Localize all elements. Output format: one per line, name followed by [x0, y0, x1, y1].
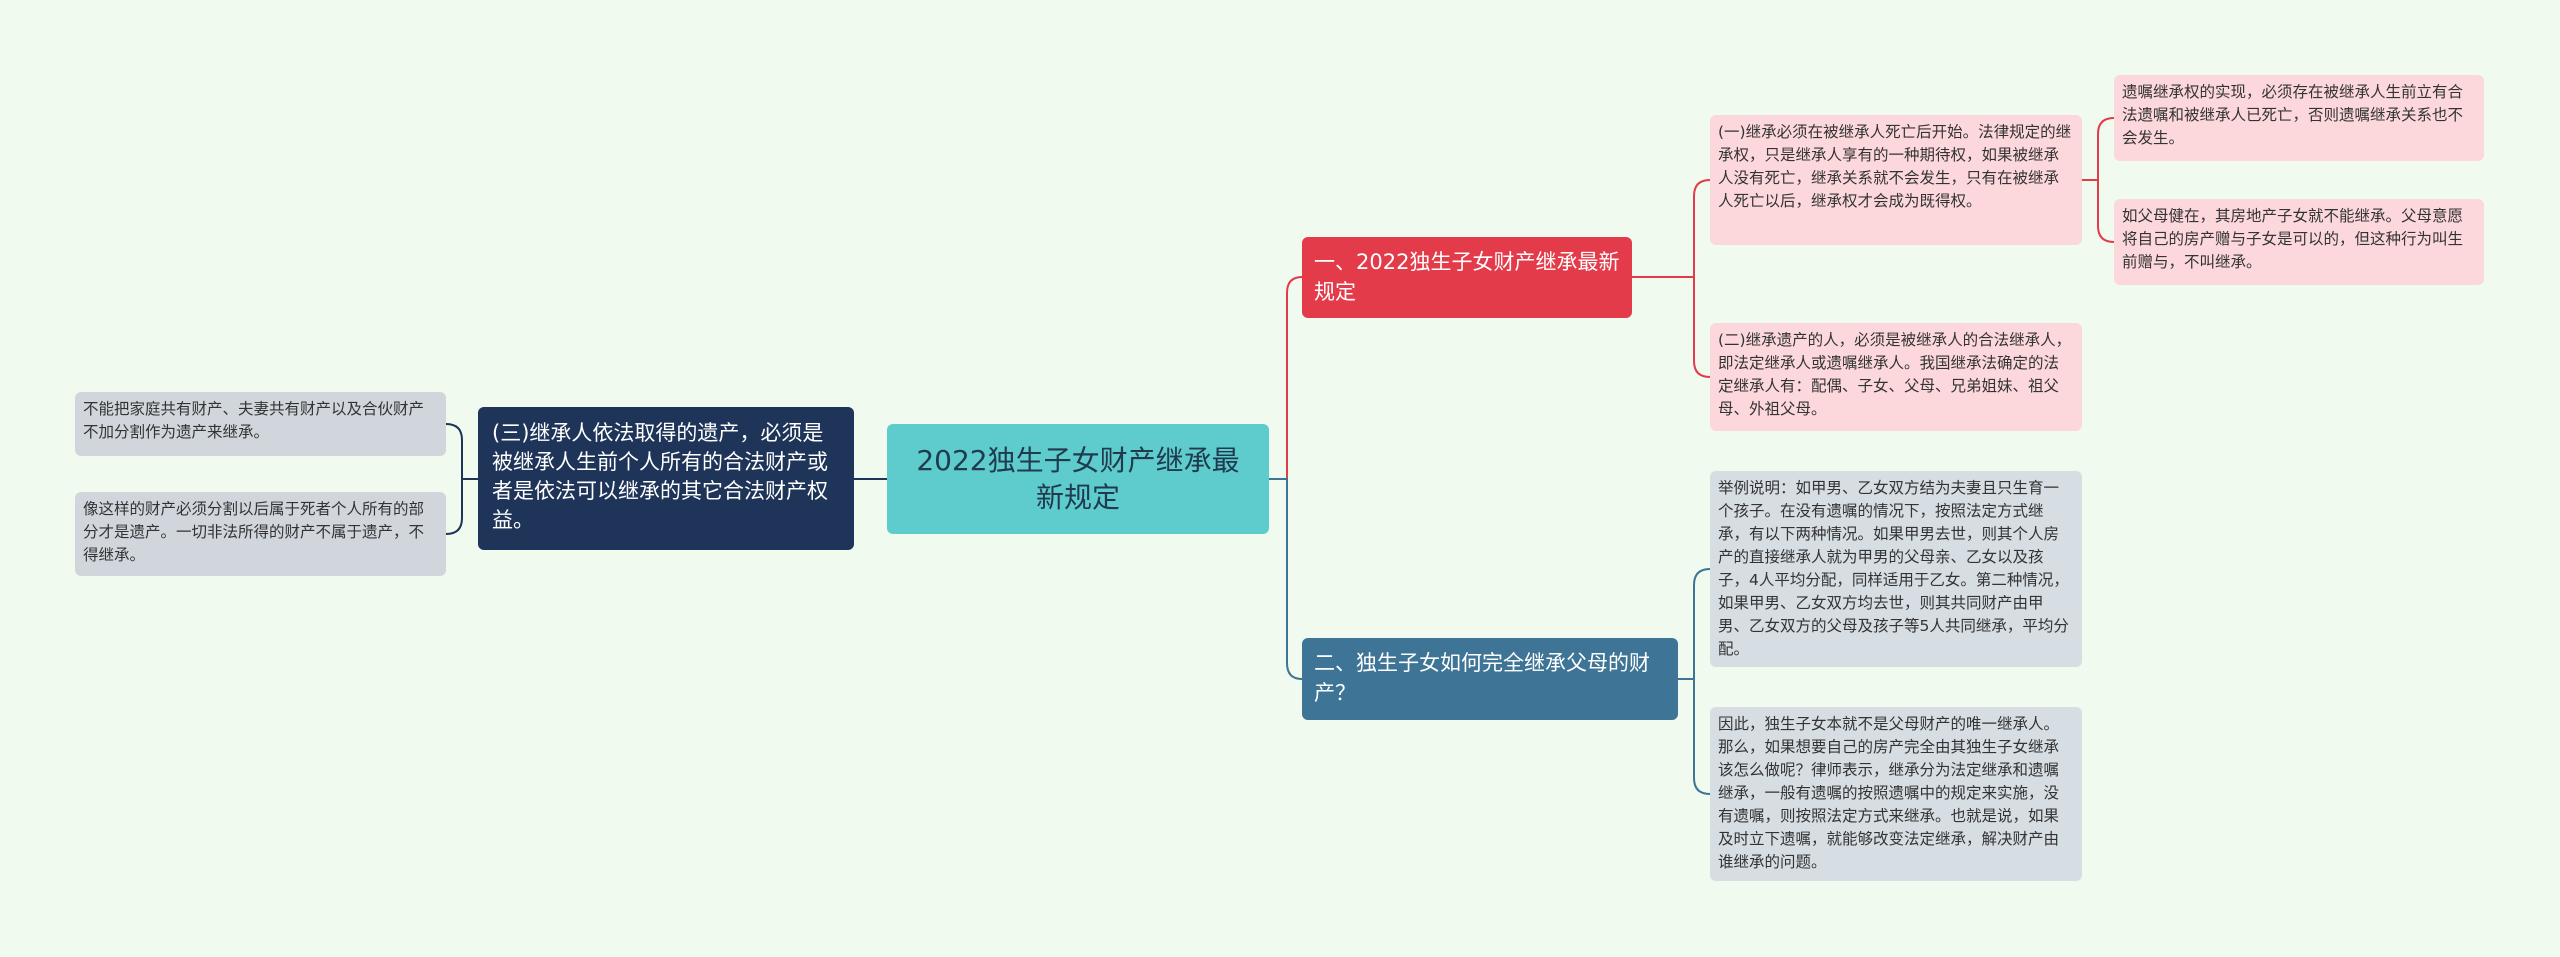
link-left-leaf2 [445, 478, 478, 535]
link-root-branch2 [1269, 478, 1303, 680]
left-branch-topic[interactable]: (三)继承人依法取得的遗产，必须是被继承人生前个人所有的合法财产或者是依法可以继… [478, 407, 854, 550]
branch1-topic[interactable]: 一、2022独生子女财产继承最新规定 [1302, 237, 1632, 318]
link-b1-sub1 [1632, 179, 1711, 278]
link-left-leaf1 [445, 423, 478, 480]
link-b2-leaf1 [1678, 568, 1711, 680]
left-leaf-1[interactable]: 不能把家庭共有财产、夫妻共有财产以及合伙财产不加分割作为遗产来继承。 [75, 392, 446, 456]
branch2-label: 二、独生子女如何完全继承父母的财产？ [1314, 651, 1650, 705]
left-leaf-2-text: 像这样的财产必须分割以后属于死者个人所有的部分才是遗产。一切非法所得的财产不属于… [83, 500, 425, 564]
link-root-branch1 [1269, 276, 1303, 480]
branch1-sub2-text: (二)继承遗产的人，必须是被继承人的合法继承人，即法定继承人或遗嘱继承人。我国继… [1718, 331, 2072, 418]
link-b1-sub2 [1632, 276, 1711, 378]
branch1-sub1-child1[interactable]: 遗嘱继承权的实现，必须存在被继承人生前立有合法遗嘱和被继承人已死亡，否则遗嘱继承… [2114, 75, 2484, 161]
branch1-sub1[interactable]: (一)继承必须在被继承人死亡后开始。法律规定的继承权，只是继承人享有的一种期待权… [1710, 115, 2082, 245]
link-sub1-child1 [2082, 117, 2115, 181]
left-branch-label: (三)继承人依法取得的遗产，必须是被继承人生前个人所有的合法财产或者是依法可以继… [492, 421, 828, 532]
branch2-leaf2-text: 因此，独生子女本就不是父母财产的唯一继承人。那么，如果想要自己的房产完全由其独生… [1718, 715, 2060, 871]
branch1-sub1-child1-text: 遗嘱继承权的实现，必须存在被继承人生前立有合法遗嘱和被继承人已死亡，否则遗嘱继承… [2122, 83, 2464, 147]
branch1-sub1-child2[interactable]: 如父母健在，其房地产子女就不能继承。父母意愿将自己的房产赠与子女是可以的，但这种… [2114, 199, 2484, 285]
branch1-sub1-text: (一)继承必须在被继承人死亡后开始。法律规定的继承权，只是继承人享有的一种期待权… [1718, 123, 2072, 210]
link-b2-leaf2 [1678, 678, 1711, 795]
branch2-leaf1-text: 举例说明：如甲男、乙女双方结为夫妻且只生育一个孩子。在没有遗嘱的情况下，按照法定… [1718, 479, 2069, 658]
left-leaf-2[interactable]: 像这样的财产必须分割以后属于死者个人所有的部分才是遗产。一切非法所得的财产不属于… [75, 492, 446, 576]
root-topic[interactable]: 2022独生子女财产继承最新规定 [887, 424, 1269, 534]
branch1-label: 一、2022独生子女财产继承最新规定 [1314, 250, 1620, 304]
branch1-sub1-child2-text: 如父母健在，其房地产子女就不能继承。父母意愿将自己的房产赠与子女是可以的，但这种… [2122, 207, 2464, 271]
left-leaf-1-text: 不能把家庭共有财产、夫妻共有财产以及合伙财产不加分割作为遗产来继承。 [83, 400, 425, 441]
branch2-leaf1[interactable]: 举例说明：如甲男、乙女双方结为夫妻且只生育一个孩子。在没有遗嘱的情况下，按照法定… [1710, 471, 2082, 667]
link-sub1-child2 [2082, 179, 2115, 243]
branch1-sub2[interactable]: (二)继承遗产的人，必须是被继承人的合法继承人，即法定继承人或遗嘱继承人。我国继… [1710, 323, 2082, 431]
branch2-topic[interactable]: 二、独生子女如何完全继承父母的财产？ [1302, 638, 1678, 720]
branch2-leaf2[interactable]: 因此，独生子女本就不是父母财产的唯一继承人。那么，如果想要自己的房产完全由其独生… [1710, 707, 2082, 881]
root-topic-label: 2022独生子女财产继承最新规定 [916, 444, 1240, 514]
